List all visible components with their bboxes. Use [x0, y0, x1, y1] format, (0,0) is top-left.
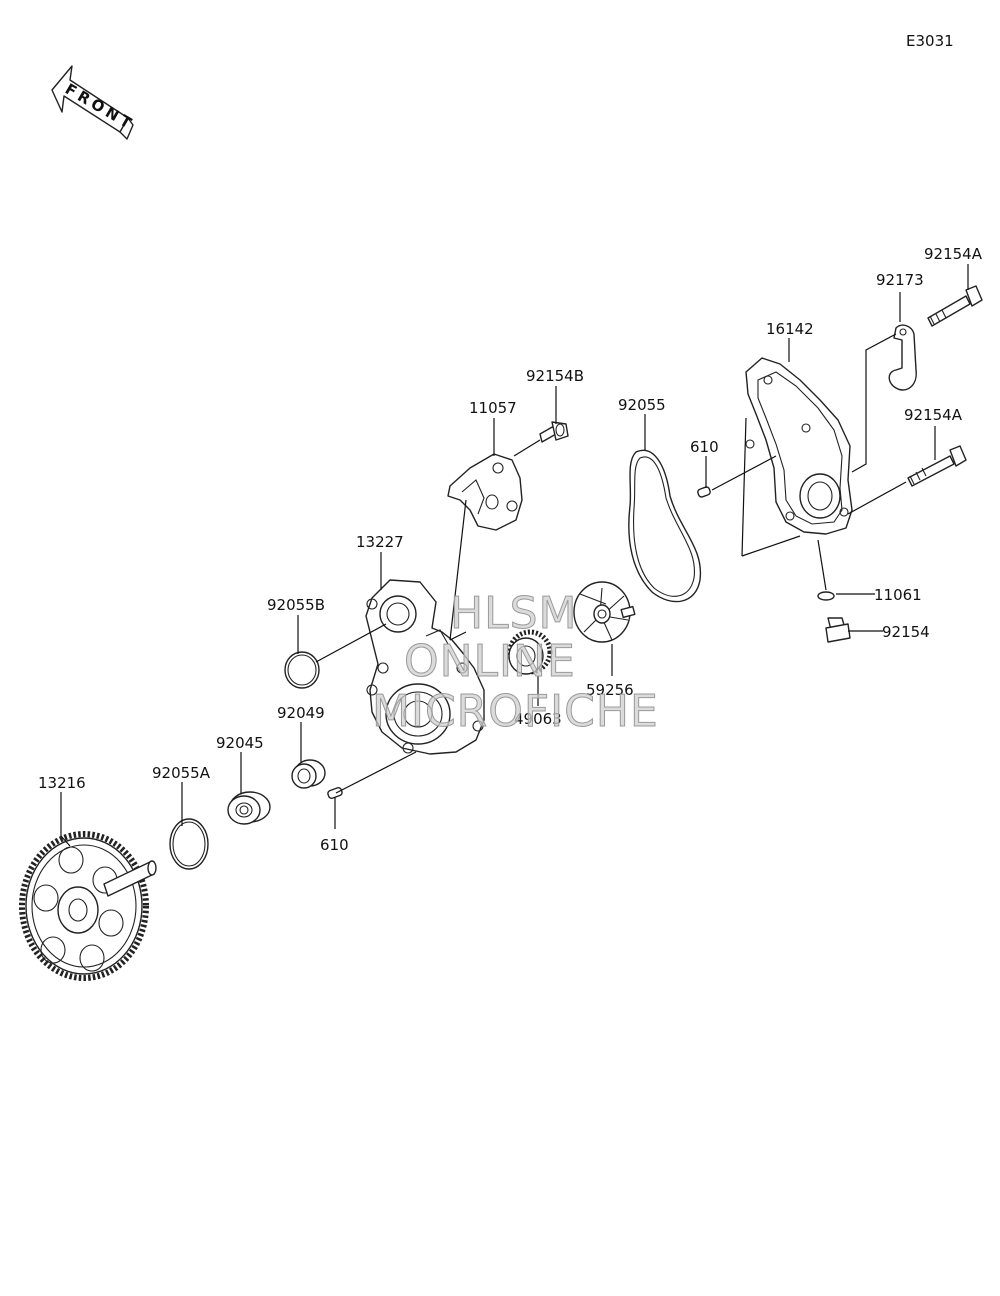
impeller-59256[interactable] [573, 581, 636, 643]
label-92055[interactable]: 92055 [618, 396, 666, 414]
label-92055b[interactable]: 92055B [267, 596, 325, 614]
label-59256[interactable]: 59256 [586, 681, 634, 699]
label-92049[interactable]: 92049 [277, 704, 325, 722]
clamp-92173[interactable] [888, 324, 917, 391]
label-92154a-lower[interactable]: 92154A [904, 406, 963, 424]
watermark-line-1: HLSM [450, 588, 578, 639]
bolt-92154b[interactable] [539, 421, 569, 443]
label-92045[interactable]: 92045 [216, 734, 264, 752]
label-610-upper[interactable]: 610 [690, 438, 719, 456]
watermark-line-3: MICROFICHE [372, 686, 659, 737]
gear-13216[interactable] [19, 831, 157, 981]
pump-housing-13227[interactable] [365, 579, 485, 755]
label-92173[interactable]: 92173 [876, 271, 924, 289]
label-13216[interactable]: 13216 [38, 774, 86, 792]
front-label: FRONT [62, 80, 138, 134]
label-49063[interactable]: 49063 [514, 710, 562, 728]
bolt-92154[interactable] [825, 617, 851, 643]
label-16142[interactable]: 16142 [766, 320, 814, 338]
label-11057[interactable]: 11057 [469, 399, 517, 417]
dowel-pin-610-upper[interactable] [697, 486, 711, 498]
label-92154a-upper[interactable]: 92154A [924, 245, 983, 263]
bolt-92154a-upper[interactable] [927, 285, 983, 327]
bolt-92154a-lower[interactable] [907, 445, 967, 487]
washer-11061[interactable] [817, 591, 835, 601]
label-92154[interactable]: 92154 [882, 623, 930, 641]
oil-seal-92049[interactable] [291, 759, 326, 789]
diagram-code: E3031 [906, 32, 954, 50]
part-labels: 13216 92055A 92045 92049 92055B 610 1322… [38, 245, 983, 854]
bracket-11057[interactable] [447, 453, 523, 531]
mechanical-seal-49063[interactable] [507, 629, 553, 675]
o-ring-92055b[interactable] [284, 651, 320, 689]
label-92154b[interactable]: 92154B [526, 367, 584, 385]
label-92055a[interactable]: 92055A [152, 764, 211, 782]
pump-cover-16142[interactable] [745, 357, 853, 535]
leader-lines [60, 264, 969, 847]
label-13227[interactable]: 13227 [356, 533, 404, 551]
bearing-92045[interactable] [227, 791, 271, 825]
watermark-line-2: ONLINE [404, 636, 576, 687]
o-ring-92055[interactable] [628, 449, 702, 603]
o-ring-92055a[interactable] [169, 818, 209, 870]
label-610-lower[interactable]: 610 [320, 836, 349, 854]
front-arrow-icon: FRONT [51, 65, 138, 140]
label-11061[interactable]: 11061 [874, 586, 922, 604]
watermark: HLSM ONLINE MICROFICHE [372, 588, 659, 738]
